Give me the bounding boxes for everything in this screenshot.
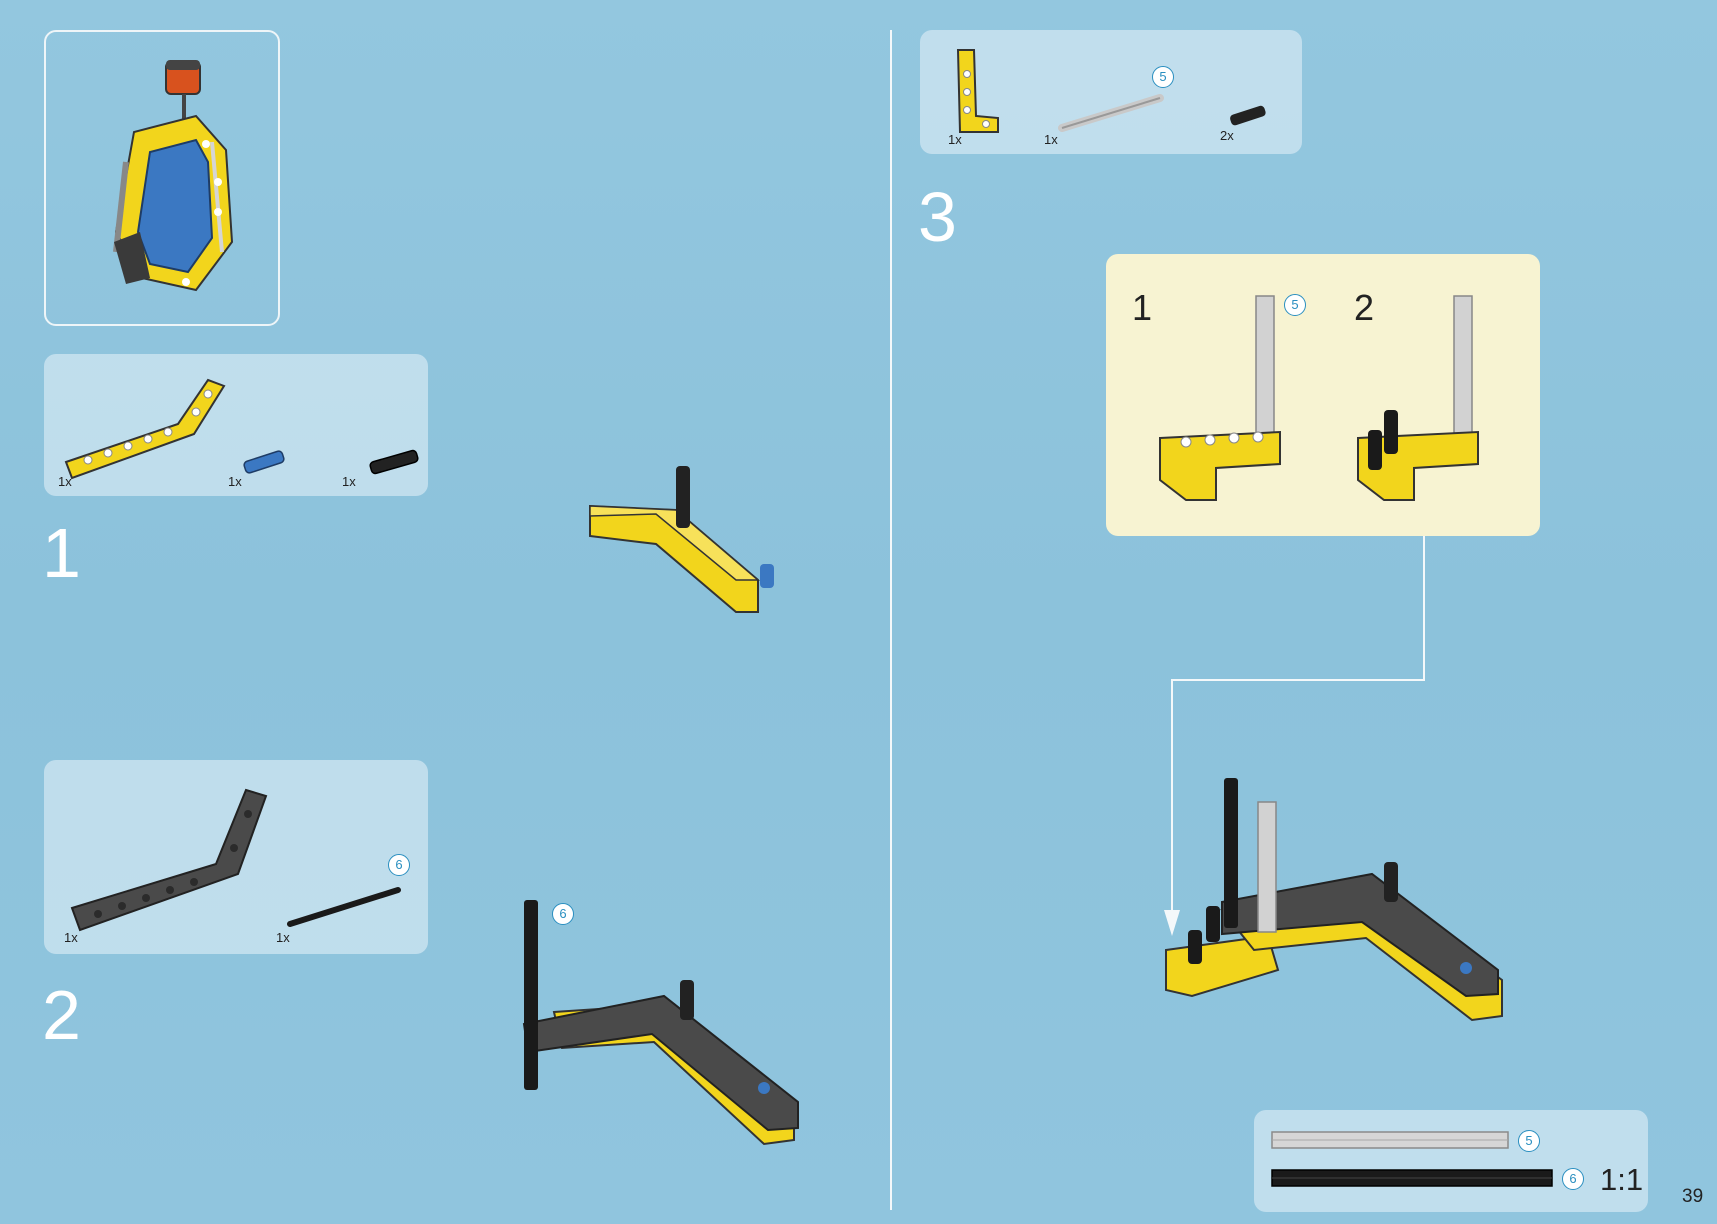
dark-grey-bent-beam-part (70, 788, 268, 932)
step-3-parts-panel: 1x 1x 5 2x (920, 30, 1302, 154)
step-2-assembly (522, 900, 799, 1146)
step-1-parts-panel: 1x 1x 1x (44, 354, 428, 496)
yellow-bent-beam-part (64, 378, 226, 480)
substep-2-number: 2 (1354, 287, 1375, 328)
page-number: 39 (1682, 1186, 1704, 1207)
yellow-l-beam-part (956, 49, 999, 133)
step-1-part-2-qty: 1x (228, 474, 242, 489)
substep-1-number: 1 (1132, 287, 1153, 328)
finished-model-image (113, 60, 234, 292)
ruler-callout-6: 6 (1562, 1168, 1584, 1190)
step-2-part-2-callout: 6 (388, 854, 410, 876)
step-2-part-1-qty: 1x (64, 930, 78, 945)
step-3-number: 3 (918, 178, 957, 256)
black-axle-part (287, 887, 401, 927)
step-2-number: 2 (42, 976, 81, 1054)
step-2-assembly-callout: 6 (552, 903, 574, 925)
step-3-subassembly-panel: 1 5 2 (1106, 254, 1540, 536)
connector-arrow (1164, 536, 1425, 936)
blue-axle-pin-part (243, 450, 285, 474)
step-1-number: 1 (42, 514, 81, 592)
black-friction-pin-part-2x (1230, 105, 1266, 126)
step-1-part-1-qty: 1x (58, 474, 72, 489)
step-3-part-2-qty: 1x (1044, 132, 1058, 147)
finished-model-preview (44, 30, 280, 326)
grey-axle-part (1058, 94, 1164, 132)
step-3-part-1-qty: 1x (948, 132, 962, 147)
scale-ruler-panel (1254, 1110, 1648, 1212)
step-2-part-2-qty: 1x (276, 930, 290, 945)
black-axle-length-6 (1271, 1169, 1553, 1187)
substep-1-image (1159, 295, 1281, 501)
step-3-part-3-qty: 2x (1220, 128, 1234, 143)
step-3-assembly (1165, 778, 1503, 1022)
black-friction-pin-part (369, 449, 419, 475)
step-2-parts-panel: 1x 1x 6 (44, 760, 428, 954)
step-3-part-2-callout: 5 (1152, 66, 1174, 88)
page-divider (890, 30, 892, 1210)
substep-2-image (1357, 295, 1479, 501)
grey-axle-length-5 (1271, 1131, 1509, 1149)
substep-1-callout: 5 (1284, 294, 1306, 316)
scale-label: 1:1 (1600, 1162, 1644, 1197)
step-1-assembly (589, 466, 774, 613)
ruler-callout-5: 5 (1518, 1130, 1540, 1152)
step-1-part-3-qty: 1x (342, 474, 356, 489)
